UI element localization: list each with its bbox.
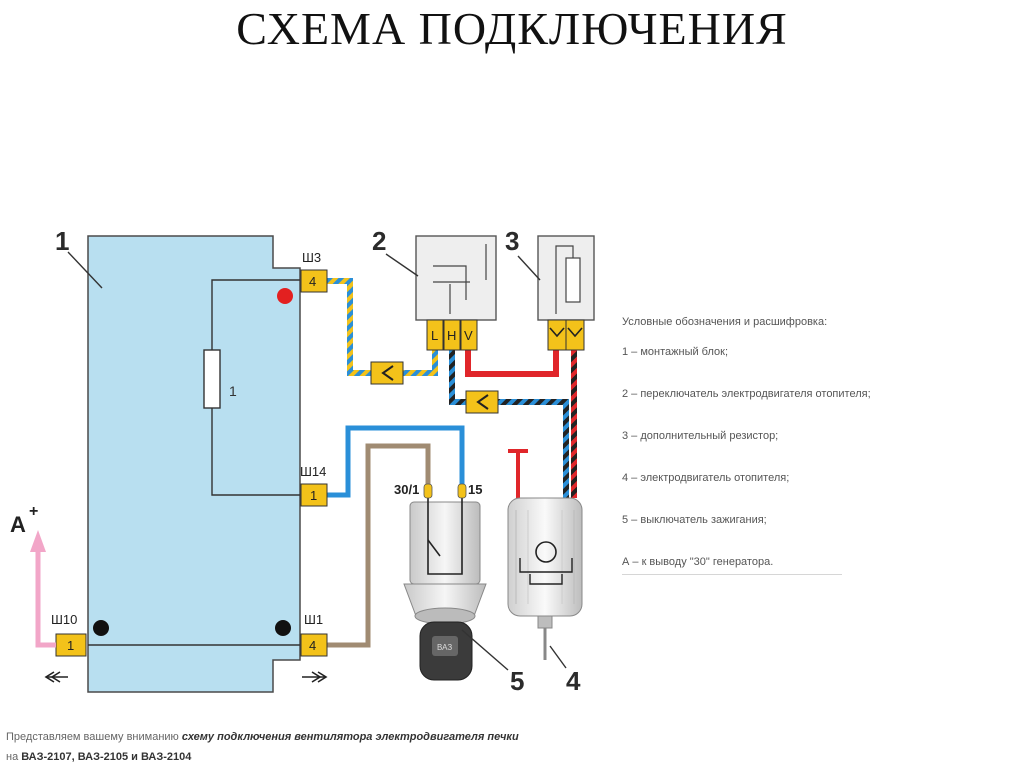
connector-sh10: Ш10 1 [51, 612, 87, 657]
heater-switch: L H V [415, 235, 497, 351]
dot-left [93, 620, 109, 636]
legend-item: 5 – выключатель зажигания; [622, 514, 767, 526]
red-dot [277, 288, 293, 304]
fuse-label: 1 [229, 383, 237, 399]
connector-sh3: Ш3 4 [300, 250, 328, 293]
svg-text:Ш14: Ш14 [300, 464, 326, 479]
slide-title: СХЕМА ПОДКЛЮЧЕНИЯ [236, 3, 788, 54]
component-number-5: 5 [510, 666, 524, 696]
terminal-h: H [447, 328, 456, 343]
generator-label: A [10, 512, 26, 537]
generator-arrow: A + [10, 503, 56, 648]
connector-sh14: Ш14 1 [300, 464, 328, 507]
heater-motor [507, 497, 583, 660]
legend-item: 1 – монтажный блок; [622, 346, 729, 358]
svg-text:Ш10: Ш10 [51, 612, 77, 627]
generator-sign: + [29, 503, 38, 520]
connector-sh1: Ш1 4 [300, 612, 328, 657]
wire-blue [326, 425, 465, 498]
wire-red [465, 350, 559, 377]
component-number-2: 2 [372, 226, 386, 256]
terminal-v: V [464, 328, 473, 343]
component-number-1: 1 [55, 226, 69, 256]
leader-1 [67, 251, 103, 289]
ignition-terminal-30-1: 30/1 [394, 482, 419, 497]
legend: Условные обозначения и расшифровка: 1 – … [622, 316, 982, 575]
ignition-terminal-15: 15 [468, 482, 482, 497]
fuse [203, 349, 221, 409]
legend-title: Условные обозначения и расшифровка: [622, 316, 828, 328]
caption: Представляем вашему вниманию схему подкл… [6, 727, 646, 767]
caption-intro: Представляем вашему вниманию [6, 731, 179, 743]
component-number-4: 4 [566, 666, 581, 696]
leader-2 [385, 253, 419, 277]
legend-item: 3 – дополнительный резистор; [622, 430, 779, 442]
caption-link[interactable]: схему подключения вентилятора электродви… [181, 731, 519, 743]
mounting-block [87, 235, 301, 693]
leader-4 [549, 645, 567, 669]
legend-item: А – к выводу "30" генератора. [622, 554, 842, 575]
component-number-3: 3 [505, 226, 519, 256]
svg-text:4: 4 [309, 274, 316, 289]
terminal-l: L [431, 328, 438, 343]
inline-plug-lower [465, 390, 499, 414]
svg-text:1: 1 [67, 638, 74, 653]
ignition-switch: ВАЗ 30/1 15 [394, 482, 487, 681]
additional-resistor [537, 235, 595, 351]
leader-3 [517, 255, 541, 281]
wire-yellow-blue [326, 278, 438, 376]
caption-prefix: на [6, 751, 19, 763]
wire-black-blue [449, 350, 569, 498]
dot-right [275, 620, 291, 636]
svg-text:Ш3: Ш3 [302, 250, 321, 265]
legend-item: 2 – переключатель электродвигателя отопи… [622, 388, 871, 400]
plug-arrow-left [44, 671, 68, 683]
svg-text:1: 1 [310, 488, 317, 503]
caption-models: ВАЗ-2107, ВАЗ-2105 и ВАЗ-2104 [21, 751, 192, 763]
inline-plug-upper [370, 361, 404, 385]
wire-brown [326, 443, 431, 648]
key-text: ВАЗ [437, 643, 452, 652]
svg-text:Ш1: Ш1 [304, 612, 323, 627]
svg-text:4: 4 [309, 638, 316, 653]
plug-arrow-right [302, 671, 328, 683]
leader-5 [461, 629, 509, 671]
legend-item: 4 – электродвигатель отопителя; [622, 472, 790, 484]
